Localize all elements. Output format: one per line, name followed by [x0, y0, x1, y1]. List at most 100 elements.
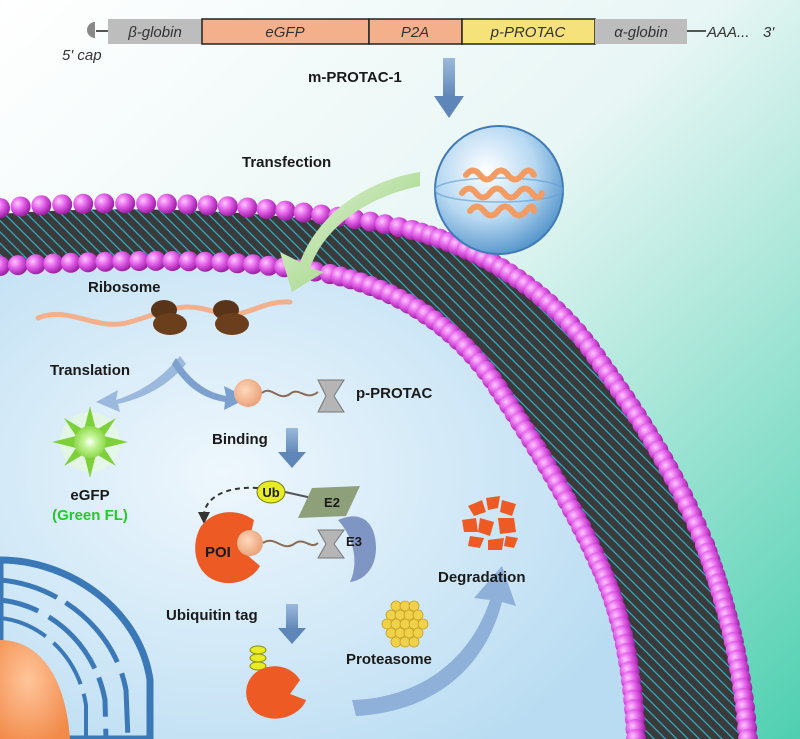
transfection-arrow: [280, 172, 420, 292]
lipid-head: [195, 251, 216, 272]
segment-beta-globin: [108, 19, 202, 44]
segment-alpha-globin: [595, 19, 687, 44]
nucleus: [0, 556, 154, 739]
degraded-fragments: [462, 496, 518, 550]
five-prime-cap-label: 5' cap: [62, 47, 102, 64]
segment-p-protac: [461, 18, 596, 45]
proteasome-subunit: [412, 627, 424, 639]
proteasome-subunit: [394, 609, 406, 621]
tagged-poi: [246, 645, 306, 719]
proteasome-subunit: [403, 627, 415, 639]
transfer-arrow: [203, 486, 259, 516]
lipid-head: [293, 202, 314, 223]
lipid-head: [78, 252, 99, 273]
segment-label-alpha-globin: α-globin: [614, 24, 668, 41]
e2-enzyme: [298, 486, 360, 518]
poly-a-tail-label: AAA...: [706, 24, 750, 41]
e3-ligand-chevron: [317, 379, 345, 413]
lipid-head: [177, 194, 198, 215]
proteasome-subunit: [399, 636, 411, 648]
ubiquitin-tag-arrow: [278, 604, 306, 644]
degradation-arrow: [352, 566, 516, 716]
lipid-nanoparticle: [434, 125, 564, 255]
lipid-head: [197, 195, 218, 216]
egfp-fluorescence: [52, 406, 128, 478]
proteasome-subunit: [385, 609, 397, 621]
lipid-head: [211, 252, 232, 273]
lipid-head: [0, 256, 10, 276]
lipid-head: [738, 729, 758, 739]
segment-label-p2a: P2A: [401, 24, 429, 41]
proteasome-subunit: [412, 609, 424, 621]
proteasome-subunit: [399, 600, 411, 612]
proteasome-subunit: [385, 627, 397, 639]
inner-lipid-heads: [0, 250, 646, 739]
lipid-head: [60, 252, 81, 273]
ubiquitin-tag-label: Ubiquitin tag: [166, 607, 258, 624]
lipid-head: [112, 251, 133, 272]
lipid-head: [43, 253, 64, 274]
nuclear-envelope-outer: [0, 556, 154, 739]
binding-label: Binding: [212, 431, 268, 448]
green-fl-label: (Green FL): [52, 507, 128, 524]
lipid-head: [0, 198, 10, 218]
e3-label: E3: [346, 534, 362, 549]
lipid-head: [10, 196, 31, 217]
ligand-ball: [234, 379, 262, 407]
lipid-head: [237, 197, 258, 218]
lipid-head: [115, 193, 136, 214]
lipid-head: [136, 193, 157, 214]
lipid-head: [25, 254, 46, 275]
binding-arrow: [278, 428, 306, 468]
proteasome-subunit: [403, 609, 415, 621]
p-protac-label: p-PROTAC: [356, 385, 433, 402]
proteasome-subunit: [390, 600, 402, 612]
lipid-head: [275, 200, 296, 221]
ubiquitin-chain-icon: [249, 645, 267, 655]
lipid-head: [156, 193, 177, 214]
lipid-head: [256, 199, 277, 219]
lipid-head: [129, 251, 150, 271]
lipid-bilayer: [0, 209, 742, 739]
segment-label-beta-globin: β-globin: [127, 24, 182, 41]
translation-split-arrows: [96, 356, 248, 412]
poi-protein: [246, 666, 306, 719]
lipid-head: [52, 194, 73, 215]
lipid-head: [258, 255, 279, 276]
egfp-label: eGFP: [70, 487, 109, 504]
lipid-head: [626, 729, 646, 739]
ribosome-translation: [35, 299, 293, 335]
transfection-label: Transfection: [242, 154, 331, 171]
three-prime-label: 3': [763, 24, 775, 41]
segment-label-p-protac: p-PROTAC: [490, 24, 566, 41]
mrna-strand: [463, 167, 537, 183]
ternary-complex: Ub E2 E3 POI: [195, 480, 376, 584]
lipid-head: [178, 251, 199, 272]
proteasome-subunit: [408, 618, 420, 630]
proteasome-subunit: [408, 600, 420, 612]
ub-label: Ub: [262, 485, 279, 500]
segment-egfp: [201, 18, 370, 45]
degradation-label: Degradation: [438, 569, 526, 586]
proteasome-subunit: [417, 618, 429, 630]
mrna-construct: β-globin eGFP P2A p-PROTAC α-globin AAA.…: [62, 18, 775, 86]
nucleolus: [0, 640, 70, 739]
proteasome: [381, 600, 429, 648]
e2-label: E2: [324, 495, 340, 510]
proteasome-subunit: [390, 618, 402, 630]
proteasome-subunit: [399, 618, 411, 630]
lipid-head: [73, 193, 94, 214]
poi-label: POI: [205, 544, 231, 561]
p-protac-molecule: [234, 379, 345, 413]
lipid-head: [95, 251, 116, 272]
lipid-head: [227, 253, 248, 274]
lipid-head: [217, 196, 238, 217]
e3-ligase: [338, 516, 376, 582]
lipid-head: [145, 250, 166, 271]
proteasome-label: Proteasome: [346, 651, 432, 668]
proteasome-subunit: [394, 627, 406, 639]
lipid-head: [94, 193, 115, 214]
lipid-head: [162, 251, 183, 271]
